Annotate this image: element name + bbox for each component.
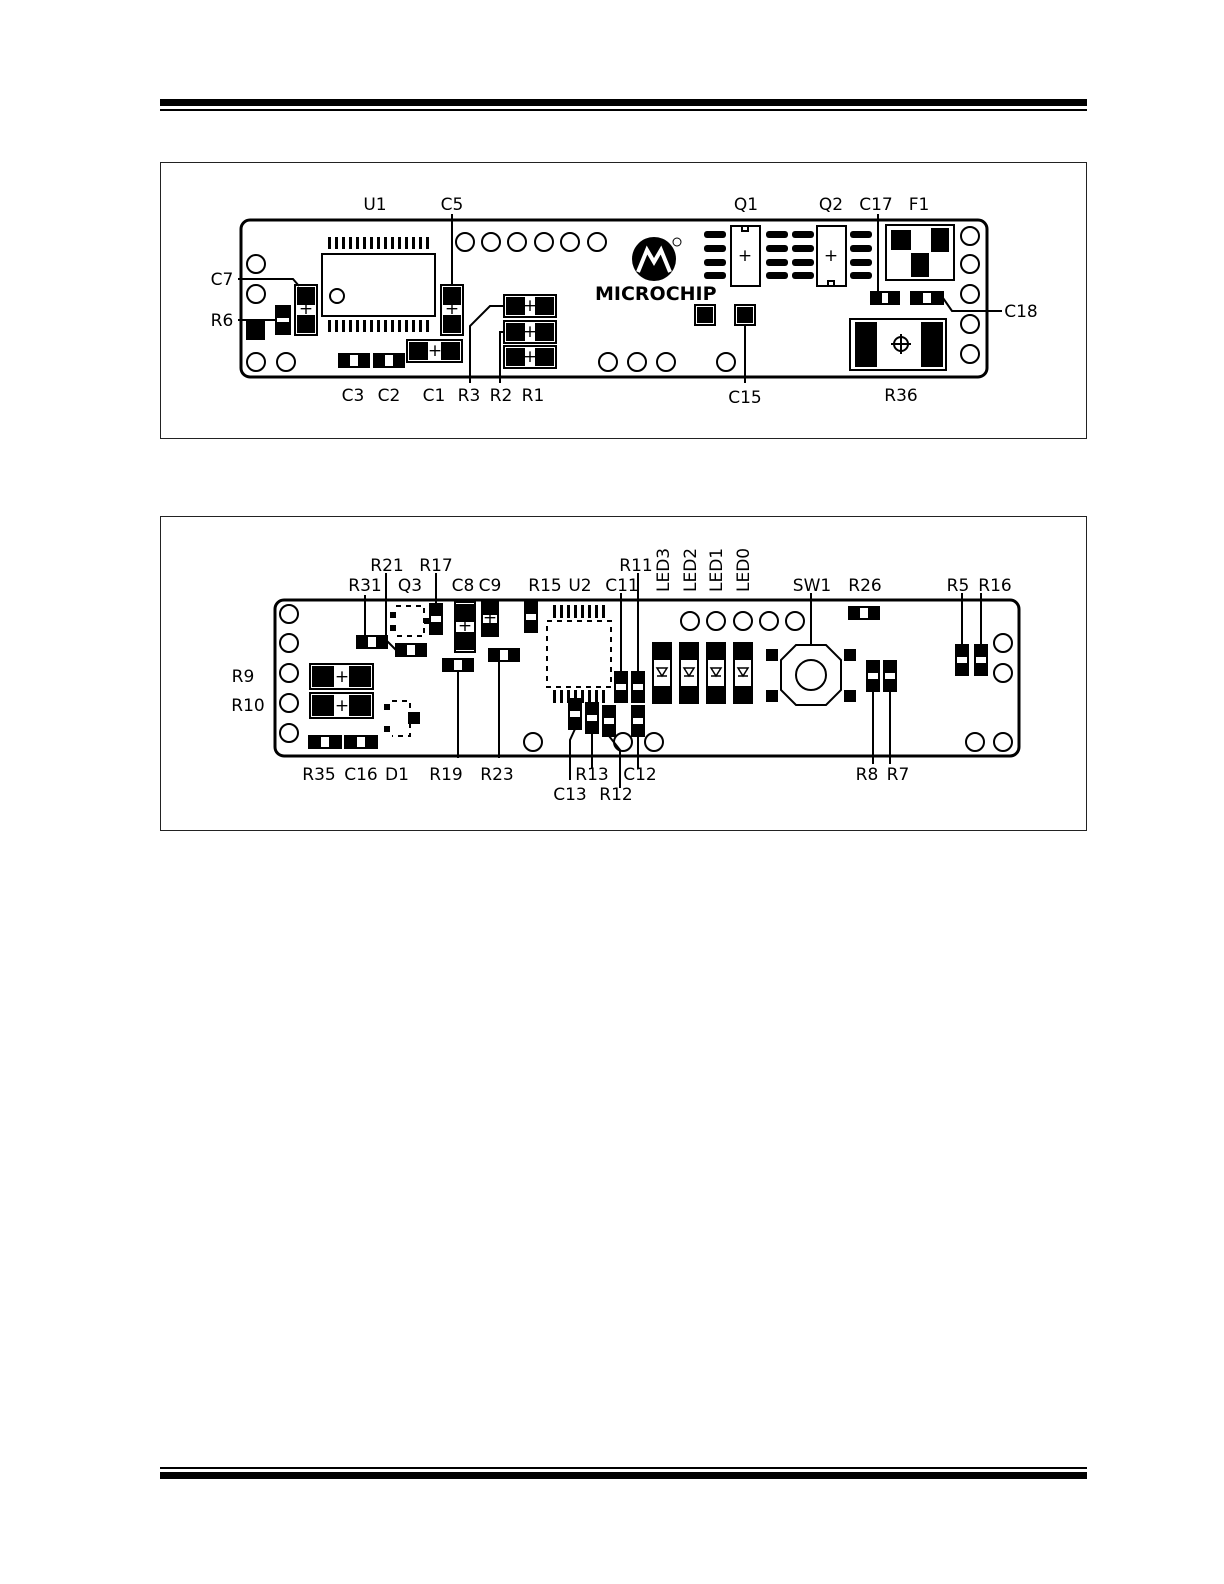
label-led0: LED0 (734, 548, 754, 592)
label-c12: C12 (623, 765, 657, 785)
led-array (652, 642, 753, 704)
label-d1: D1 (385, 765, 409, 785)
label-r5: R5 (947, 576, 970, 596)
u1-pins-top (328, 237, 429, 249)
header-rule-thin (160, 109, 1087, 111)
svg-text:+: + (299, 299, 313, 319)
svg-text:+: + (335, 696, 349, 716)
pcb-bottom-figure: + + + (160, 516, 1087, 831)
label-led1: LED1 (707, 548, 727, 592)
label-led3: LED3 (654, 548, 674, 592)
label-r3: R3 (458, 386, 481, 406)
pcb-top-figure: + + + + + + (160, 162, 1087, 439)
label-r36: R36 (884, 386, 917, 406)
label-c1: C1 (423, 386, 446, 406)
label-r21: R21 (370, 556, 403, 576)
label-c7: C7 (211, 270, 234, 290)
footer-rule-thin (160, 1467, 1087, 1469)
label-q2: Q2 (819, 195, 843, 215)
footer-rule-thick (160, 1472, 1087, 1479)
logo-text: MICROCHIP (595, 283, 717, 305)
label-r7: R7 (887, 765, 910, 785)
svg-text:+: + (335, 667, 349, 687)
label-f1: F1 (909, 195, 930, 215)
header-rule-thick (160, 99, 1087, 106)
label-r16: R16 (978, 576, 1011, 596)
label-r26: R26 (848, 576, 881, 596)
label-u1: U1 (363, 195, 386, 215)
label-c9: C9 (479, 576, 502, 596)
label-r15: R15 (528, 576, 561, 596)
svg-text:+: + (458, 616, 472, 636)
sw1-footprint (766, 593, 856, 706)
label-r11: R11 (619, 556, 652, 576)
microchip-logo-mark (632, 237, 682, 281)
label-q1: Q1 (734, 195, 758, 215)
label-r23: R23 (480, 765, 513, 785)
label-r8: R8 (856, 765, 879, 785)
label-led2: LED2 (681, 548, 701, 592)
label-c15: C15 (728, 388, 762, 408)
label-c5: C5 (441, 195, 464, 215)
label-c16: C16 (344, 765, 378, 785)
board-outline-bottom (273, 598, 1021, 758)
label-r9: R9 (232, 667, 255, 687)
u1-pins-bottom (328, 320, 429, 332)
svg-text:+: + (523, 347, 537, 367)
label-u2: U2 (568, 576, 591, 596)
q1-pins (704, 231, 788, 279)
label-r2: R2 (490, 386, 513, 406)
label-r35: R35 (302, 765, 335, 785)
label-c18: C18 (1004, 302, 1038, 322)
label-c13: C13 (553, 785, 587, 805)
label-r6: R6 (211, 311, 234, 331)
label-r13: R13 (575, 765, 608, 785)
label-c3: C3 (342, 386, 365, 406)
u1-package (321, 253, 436, 317)
label-r12: R12 (599, 785, 632, 805)
svg-text:+: + (738, 246, 752, 266)
svg-text:+: + (824, 246, 838, 266)
label-r1: R1 (522, 386, 545, 406)
label-sw1: SW1 (793, 576, 831, 596)
label-c11: C11 (605, 576, 639, 596)
label-r31: R31 (348, 576, 381, 596)
label-r10: R10 (231, 696, 264, 716)
u2-pins (553, 605, 605, 703)
board-outline (239, 218, 989, 379)
label-c2: C2 (378, 386, 401, 406)
label-c8: C8 (452, 576, 475, 596)
label-r19: R19 (429, 765, 462, 785)
svg-text:+: + (483, 608, 497, 628)
pcb-bottom-layout: + + + (231, 548, 1021, 805)
label-q3: Q3 (398, 576, 422, 596)
q2-pins (792, 231, 872, 279)
pcb-top-layout: + + + + + + (211, 195, 1038, 408)
label-r17: R17 (419, 556, 452, 576)
svg-text:+: + (428, 341, 442, 361)
label-c17: C17 (859, 195, 893, 215)
svg-text:+: + (445, 299, 459, 319)
svg-text:+: + (523, 296, 537, 316)
svg-text:+: + (523, 322, 537, 342)
